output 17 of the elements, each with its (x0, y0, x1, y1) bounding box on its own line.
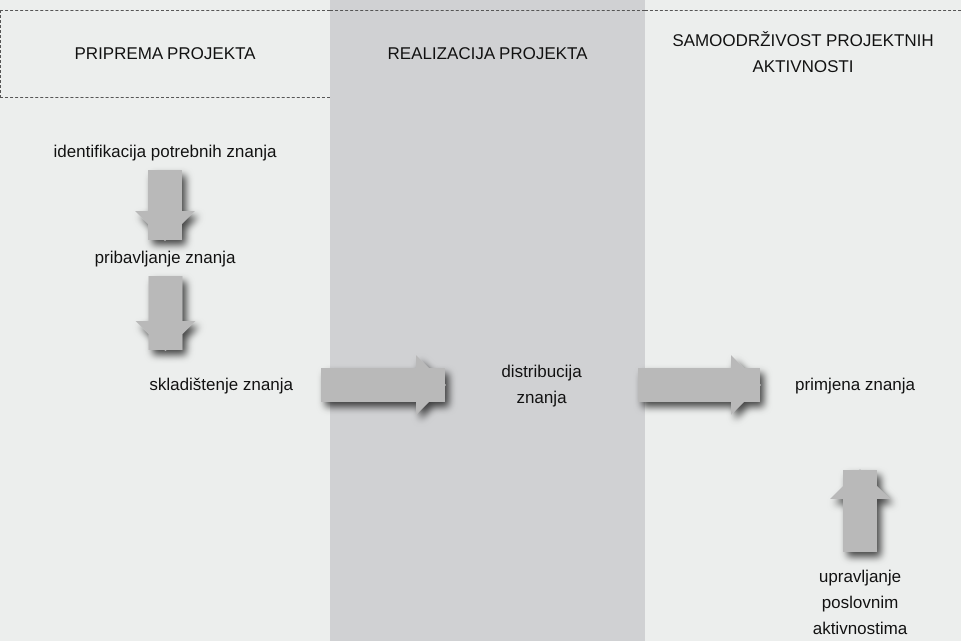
column-band (330, 0, 645, 641)
column-heading: REALIZACIJA PROJEKTA (388, 43, 588, 65)
block-arrow (136, 276, 196, 351)
column-heading: SAMOODRŽIVOST PROJEKTNIH AKTIVNOSTI (671, 30, 935, 78)
step-label: identifikacija potrebnih znanja (53, 140, 277, 162)
block-arrow (830, 469, 890, 552)
step-label: pribavljanje znanja (94, 247, 236, 269)
column-band (0, 0, 330, 641)
block-arrow (135, 170, 195, 241)
column-heading: PRIPREMA PROJEKTA (74, 43, 256, 65)
step-label: skladištenje znanja (149, 374, 293, 396)
step-label: distribucija znanja (500, 361, 583, 409)
step-label: primjena znanja (794, 374, 915, 396)
column-band (645, 0, 961, 641)
block-arrow (321, 355, 446, 415)
step-label: upravljanje poslovnim aktivnostima (812, 566, 908, 640)
block-arrow (638, 355, 761, 415)
